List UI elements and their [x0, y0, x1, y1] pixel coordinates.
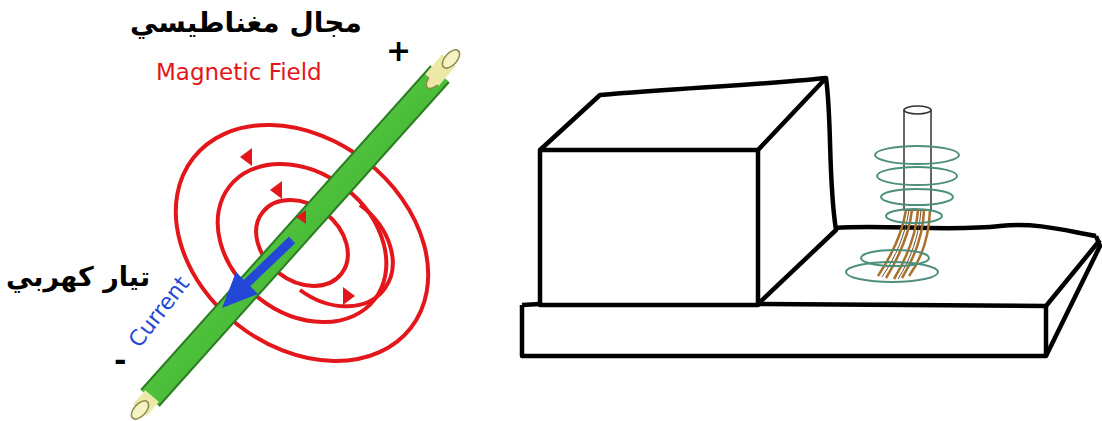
polarity-sign: + [386, 34, 411, 67]
wire [128, 47, 463, 421]
field-arrowheads [240, 148, 355, 305]
current-arrow [222, 240, 292, 308]
arabic-title: مجال مغناطيسي [130, 8, 362, 39]
arc-field-rings [846, 146, 959, 282]
field-label: Magnetic Field [156, 60, 322, 85]
arabic-current-label: تيار كهربي [6, 262, 150, 292]
polarity-sign: - [114, 344, 126, 377]
welding-sketch [522, 78, 1100, 356]
